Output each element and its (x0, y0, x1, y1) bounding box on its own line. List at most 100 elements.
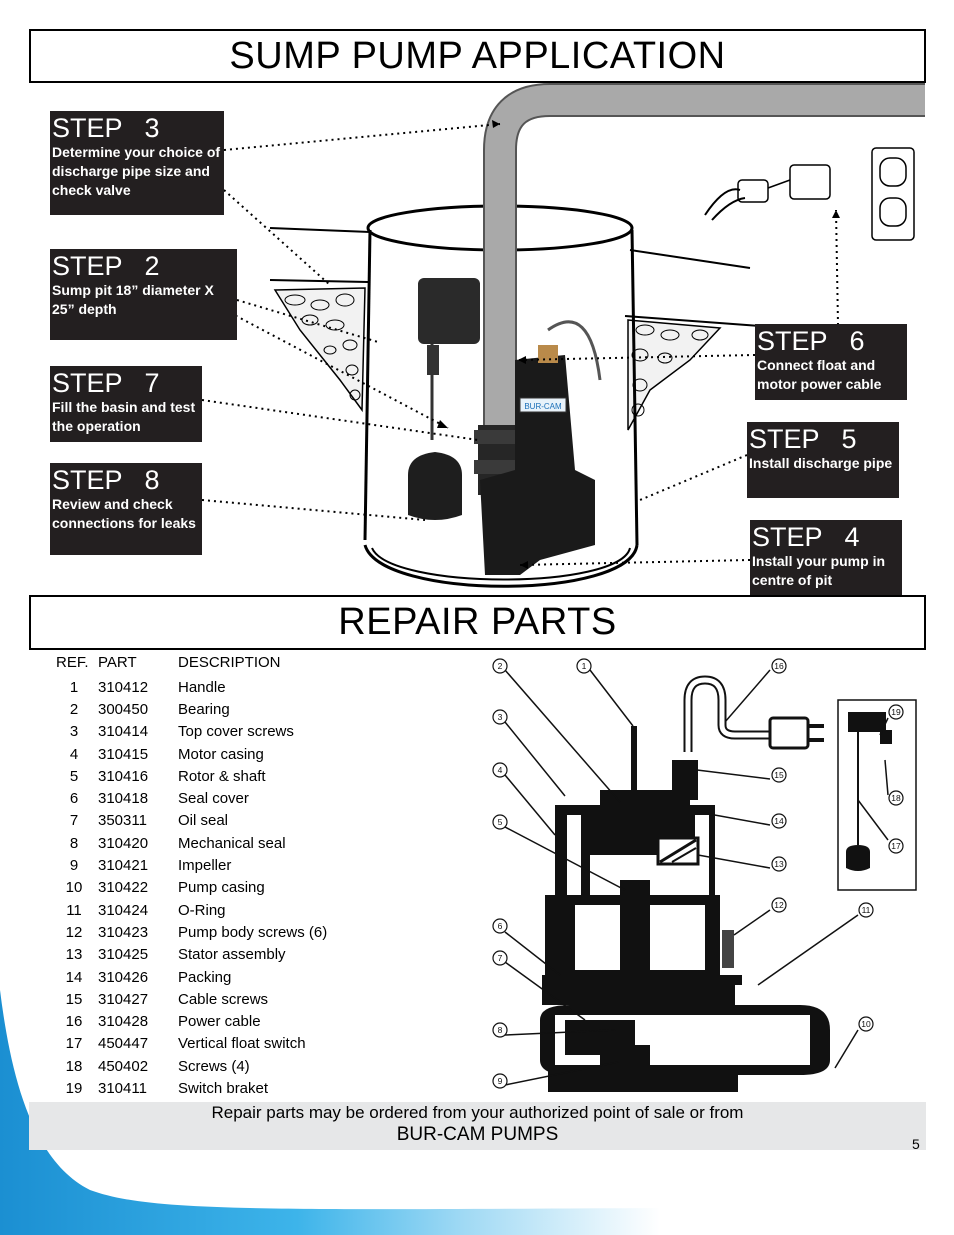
description-cell: Cable screws (178, 990, 269, 1008)
callout-3: 3 (498, 712, 503, 722)
part-number-cell: 310426 (98, 968, 149, 986)
callout-7: 7 (498, 953, 503, 963)
step-2-box: STEP 2 Sump pit 18” diameter X 25” depth (50, 249, 237, 340)
callout-17: 17 (891, 841, 901, 851)
callout-12: 12 (774, 900, 784, 910)
step-3-text: Determine your choice of discharge pipe … (52, 144, 221, 198)
ref-cell: 10 (65, 879, 83, 897)
callout-9: 9 (498, 1076, 503, 1086)
table-row: 10 310422 Pump casing (50, 877, 418, 899)
description-cell: Motor casing (178, 745, 264, 763)
part-number-cell: 310415 (98, 745, 149, 763)
blue-swoosh-decoration (0, 990, 660, 1235)
table-row: 18 450402 Screws (4) (50, 1055, 418, 1077)
ref-cell: 15 (65, 990, 83, 1008)
step-2-label: STEP 2 (52, 251, 160, 281)
callout-19: 19 (891, 707, 901, 717)
callout-18: 18 (891, 793, 901, 803)
part-number-cell: 310420 (98, 834, 149, 852)
callout-13: 13 (774, 859, 784, 869)
description-cell: Stator assembly (178, 946, 286, 964)
header-ref: REF. (56, 653, 89, 671)
callout-14: 14 (774, 816, 784, 826)
description-cell: Pump body screws (6) (178, 923, 328, 941)
table-row: 8 310420 Mechanical seal (50, 832, 418, 854)
pump-brand-label: BUR-CAM (524, 402, 562, 411)
part-number-cell: 310424 (98, 901, 149, 919)
step-8-text: Review and check connections for leaks (52, 496, 196, 531)
description-cell: Oil seal (178, 812, 229, 830)
ref-cell: 8 (69, 834, 79, 852)
description-cell: Mechanical seal (178, 834, 286, 852)
part-number-cell: 310414 (98, 723, 149, 741)
footer-note: Repair parts may be ordered from your au… (29, 1102, 926, 1150)
description-cell: Bearing (178, 700, 230, 718)
description-cell: Switch braket (178, 1079, 269, 1097)
description-cell: Packing (178, 968, 232, 986)
description-cell: Handle (178, 678, 226, 696)
ref-cell: 5 (69, 767, 79, 785)
callout-4: 4 (498, 765, 503, 775)
part-number-cell: 310422 (98, 879, 149, 897)
part-number-cell: 300450 (98, 700, 149, 718)
step-5-box: STEP 5 Install discharge pipe (747, 422, 899, 498)
step-4-box: STEP 4 Install your pump in centre of pi… (750, 520, 902, 595)
ref-cell: 2 (69, 700, 79, 718)
table-row: 17 450447 Vertical float switch (50, 1033, 418, 1055)
callout-6: 6 (498, 921, 503, 931)
description-cell: Power cable (178, 1013, 261, 1031)
description-cell: Top cover screws (178, 723, 294, 741)
description-cell: Seal cover (178, 790, 249, 808)
header-description: DESCRIPTION (178, 653, 281, 671)
step-7-box: STEP 7 Fill the basin and test the opera… (50, 366, 202, 442)
part-number-cell: 310423 (98, 923, 149, 941)
description-cell: Rotor & shaft (178, 767, 266, 785)
step-3-box: STEP 3 Determine your choice of discharg… (50, 111, 224, 215)
part-number-cell: 310418 (98, 790, 149, 808)
page-number: 5 (912, 1136, 920, 1152)
step-6-box: STEP 6 Connect float and motor power cab… (755, 324, 907, 400)
description-cell: O-Ring (178, 901, 226, 919)
ref-cell: 9 (69, 857, 79, 875)
sump-pit-illustration: BUR-CAM (201, 83, 925, 588)
repair-parts-title: REPAIR PARTS (29, 595, 926, 650)
step-6-label: STEP 6 (757, 326, 865, 356)
ref-cell: 1 (69, 678, 79, 696)
ref-cell: 18 (65, 1057, 83, 1075)
callout-11: 11 (862, 905, 871, 915)
step-5-label: STEP 5 (749, 424, 857, 454)
step-7-label: STEP 7 (52, 368, 160, 398)
ref-cell: 12 (65, 923, 83, 941)
description-cell: Vertical float switch (178, 1035, 306, 1053)
sump-pump-application-title: SUMP PUMP APPLICATION (29, 29, 926, 83)
table-header: REF. PART DESCRIPTION (50, 648, 418, 676)
step-2-text: Sump pit 18” diameter X 25” depth (52, 282, 214, 317)
step-8-label: STEP 8 (52, 465, 160, 495)
part-number-cell: 450402 (98, 1057, 149, 1075)
part-number-cell: 310427 (98, 990, 149, 1008)
table-row: 12 310423 Pump body screws (6) (50, 921, 418, 943)
description-cell: Impeller (178, 857, 232, 875)
table-row: 9 310421 Impeller (50, 854, 418, 876)
step-6-text: Connect float and motor power cable (757, 357, 882, 392)
part-number-cell: 450447 (98, 1035, 149, 1053)
step-8-box: STEP 8 Review and check connections for … (50, 463, 202, 555)
callout-15: 15 (774, 770, 784, 780)
ref-cell: 17 (65, 1035, 83, 1053)
ref-cell: 11 (66, 901, 82, 919)
table-row: 15 310427 Cable screws (50, 988, 418, 1010)
part-number-cell: 310421 (98, 857, 149, 875)
step-4-text: Install your pump in centre of pit (752, 553, 886, 588)
description-cell: Pump casing (178, 879, 265, 897)
description-cell: Screws (4) (178, 1057, 250, 1075)
callout-16: 16 (774, 661, 784, 671)
